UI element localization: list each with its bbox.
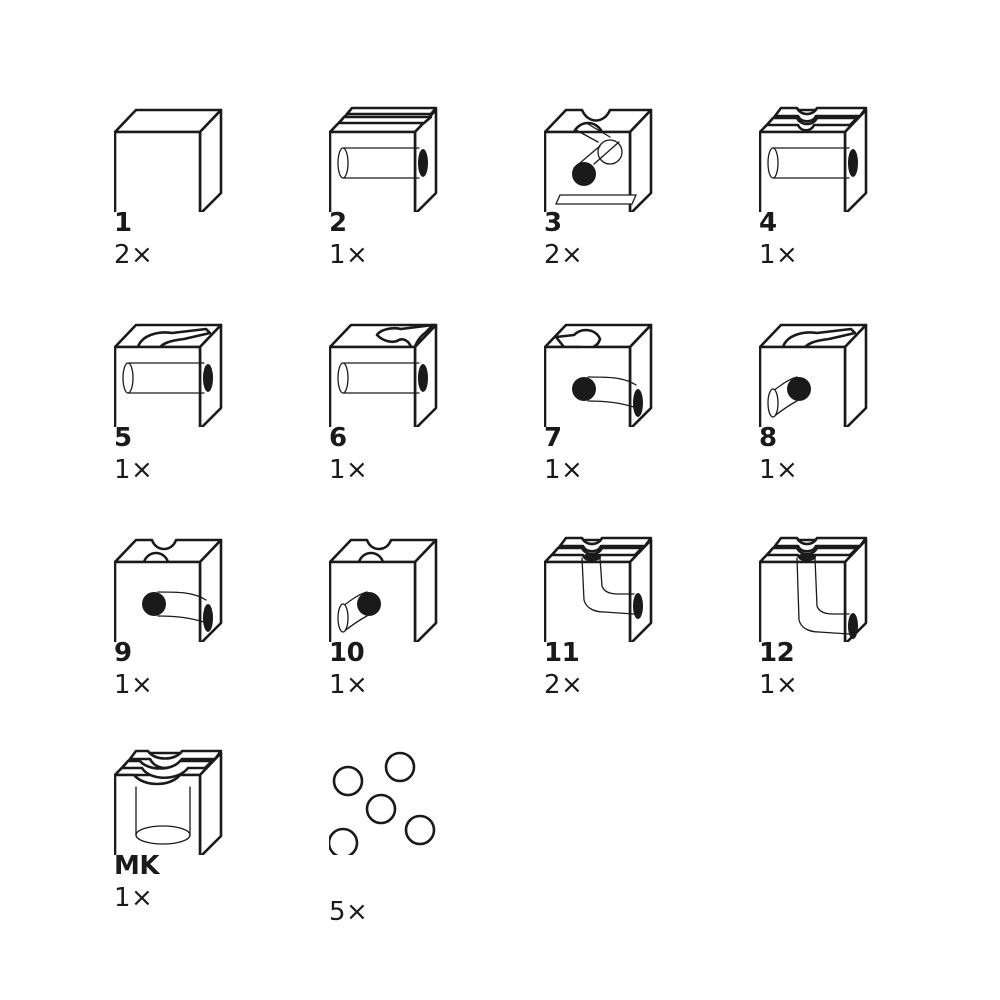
part-number: 2	[329, 208, 347, 238]
part-quantity: 1×	[329, 240, 369, 270]
part-5: 5 1×	[114, 307, 294, 527]
marbles-icon	[329, 751, 436, 855]
groove-bend-tunnel-left-cube-icon	[329, 538, 438, 642]
part-number: 7	[544, 423, 562, 453]
part-number: 1	[114, 208, 132, 238]
part-quantity: 2×	[544, 670, 584, 700]
funnel-cube-icon	[114, 749, 223, 855]
part-2: 2 1×	[329, 92, 509, 312]
part-quantity: 1×	[329, 670, 369, 700]
part-3: 3 2×	[544, 92, 724, 312]
marble	[365, 793, 397, 825]
drop-tunnel-side-cube-icon	[544, 536, 653, 642]
part-quantity: 1×	[114, 455, 154, 485]
straight-tunnel-cube-icon	[329, 106, 438, 212]
part-quantity: 2×	[544, 240, 584, 270]
part-1: 1 2×	[114, 92, 294, 312]
part-quantity: 1×	[759, 455, 799, 485]
part-quantity: 5×	[329, 897, 369, 927]
diagonal-drop-cube-icon	[544, 108, 653, 212]
part-7: 7 1×	[544, 307, 724, 527]
marble	[384, 751, 416, 783]
curve-bend-tunnel-cube-icon	[759, 323, 868, 427]
part-number: 4	[759, 208, 777, 238]
part-mk: MK 1×	[114, 735, 294, 955]
part-6: 6 1×	[329, 307, 509, 527]
part-4: 4 1×	[759, 92, 939, 312]
corner-curve-tunnel-cube-icon	[544, 323, 653, 427]
plain-cube-icon	[114, 108, 223, 212]
part-quantity: 1×	[544, 455, 584, 485]
part-number: MK	[114, 851, 160, 881]
curve-groove-tunnel-cube-icon	[114, 323, 223, 427]
part-12: 12 1×	[759, 522, 939, 742]
marble	[332, 765, 364, 797]
part-number: 11	[544, 638, 580, 668]
cross-groove-tunnel-cube-icon	[759, 106, 868, 212]
part-number: 3	[544, 208, 562, 238]
part-quantity: 2×	[114, 240, 154, 270]
marble	[329, 827, 359, 855]
part-8: 8 1×	[759, 307, 939, 527]
corner-groove-tunnel-cube-icon	[329, 323, 438, 427]
groove-bend-tunnel-right-cube-icon	[114, 538, 223, 642]
part-11: 11 2×	[544, 522, 724, 742]
part-number: 8	[759, 423, 777, 453]
part-number: 12	[759, 638, 795, 668]
marble	[404, 814, 436, 846]
part-number: 6	[329, 423, 347, 453]
part-number: 9	[114, 638, 132, 668]
part-10: 10 1×	[329, 522, 509, 742]
part-number: 5	[114, 423, 132, 453]
part-quantity: 1×	[114, 883, 154, 913]
part-number: 10	[329, 638, 365, 668]
part-marbles: 5×	[329, 735, 509, 955]
drop-tunnel-deep-cube-icon	[759, 536, 868, 642]
part-quantity: 1×	[329, 455, 369, 485]
part-9: 9 1×	[114, 522, 294, 742]
part-quantity: 1×	[759, 240, 799, 270]
part-quantity: 1×	[114, 670, 154, 700]
part-quantity: 1×	[759, 670, 799, 700]
